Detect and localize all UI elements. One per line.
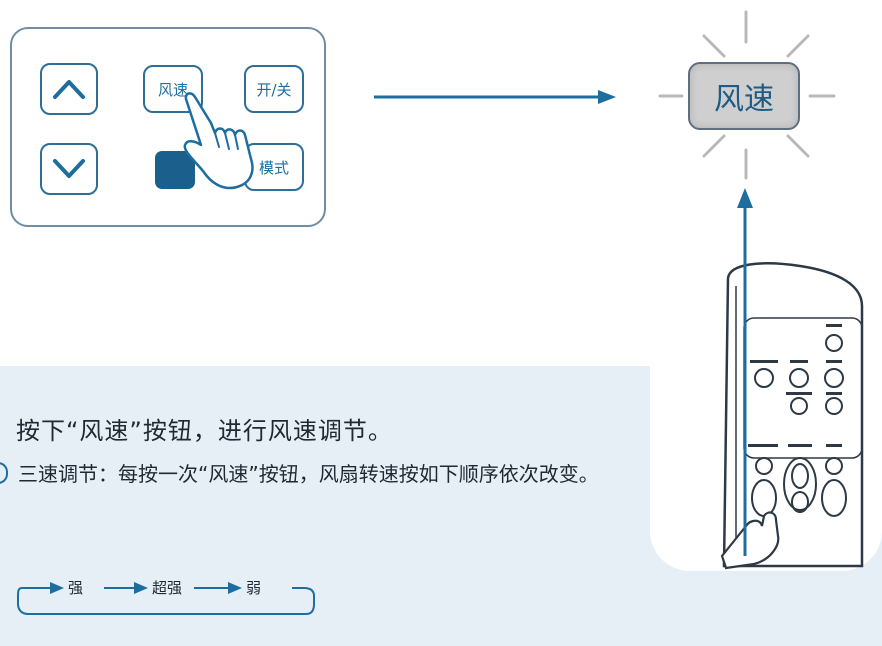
sequence-step-weak: 弱 (246, 579, 262, 597)
flow-arrow (374, 90, 616, 104)
instruction-title: 按下“风速”按钮，进行风速调节。 (16, 417, 393, 445)
chevron-up-icon (53, 80, 85, 99)
chevron-down-icon (53, 159, 85, 178)
sequence-step-super-strong: 超强 (152, 579, 183, 597)
fan-speed-button-label: 风速 (157, 80, 188, 99)
instruction-detail: 三速调节：每按一次“风速”按钮，风扇转速按如下顺序依次改变。 (18, 462, 599, 486)
mode-button[interactable]: 模式 (244, 143, 304, 191)
remote-control-illustration (650, 226, 882, 571)
power-button-label: 开/关 (256, 80, 292, 99)
sequence-step-strong: 强 (68, 579, 84, 597)
panel-indicator (155, 151, 195, 189)
pointing-hand-icon (183, 92, 254, 190)
down-button[interactable] (40, 143, 98, 195)
up-flow-arrow (737, 188, 753, 556)
speed-sequence-loop (17, 582, 315, 615)
fan-speed-button[interactable]: 风速 (143, 65, 203, 113)
fan-speed-display-label: 风速 (714, 82, 774, 117)
mode-button-label: 模式 (258, 158, 289, 177)
power-button[interactable]: 开/关 (244, 65, 304, 113)
control-panel: 风速 开/关 模式 (10, 27, 326, 227)
fan-speed-display: 风速 (688, 62, 800, 130)
glow-rays (658, 10, 836, 180)
up-button[interactable] (40, 63, 98, 115)
